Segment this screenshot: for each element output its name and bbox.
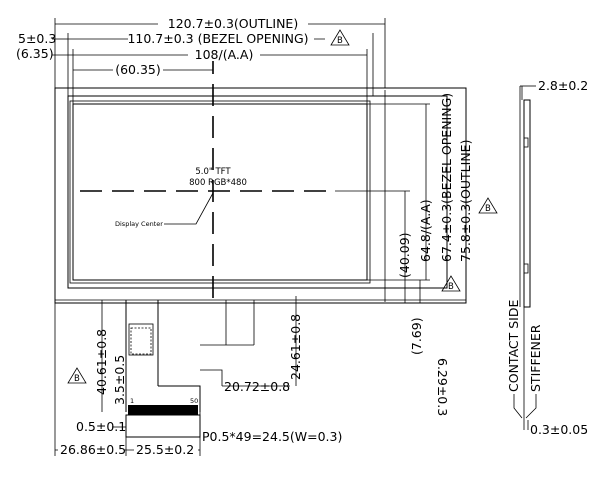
display-center-leader [164, 192, 214, 225]
resolution-label: 800 RGB*480 [189, 178, 247, 188]
pin-last-label: 50 [190, 397, 198, 405]
contact-side-label: CONTACT SIDE [506, 300, 521, 392]
stiffener-thickness-label: 0.3±0.05 [530, 422, 588, 437]
outline-height-label: 75.8±0.3(OUTLINE) [458, 140, 473, 262]
left-offset-label: 5±0.3 [18, 31, 56, 46]
display-center-label: Display Center [115, 220, 163, 228]
fpc-offset-label: 20.72±0.8 [224, 379, 290, 394]
display-type-label: 5.0" TFT [195, 167, 231, 177]
rev-triangle-top [330, 29, 350, 46]
bezel-width-label: 110.7±0.3 (BEZEL OPENING) [127, 31, 308, 46]
active-area-inner-border [69, 100, 371, 284]
fpc-left-label: 26.86±0.5 [60, 442, 126, 457]
rev-label-right: B [485, 204, 491, 214]
fpc-end [125, 414, 201, 438]
stiffener-label: STIFFENER [528, 324, 543, 392]
fpc-thickness-label: 0.5±0.1 [76, 419, 126, 434]
rev-triangle-mid [441, 275, 461, 292]
fpc-contact-pads [128, 405, 198, 415]
bottom-offset-label: 6.29±0.3 [435, 358, 450, 416]
fpc-length-2-label: 40.61±0.8 [94, 329, 109, 395]
active-area [72, 103, 368, 281]
fpc-width-label: 25.5±0.2 [136, 442, 194, 457]
rev-triangle-left [67, 367, 87, 384]
fpc-component [128, 323, 154, 356]
bezel-opening [67, 95, 448, 289]
center-x-label: (60.35) [115, 62, 161, 77]
rev-label-left: B [74, 374, 80, 384]
pin-first-label: 1 [130, 397, 134, 405]
center-y-label: (40.09) [397, 232, 412, 278]
rev-triangle-right [478, 197, 498, 214]
fpc-length-1-label: 24.61±0.8 [288, 314, 303, 380]
rev-label-top: B [337, 36, 343, 46]
fpc-bend-label: 3.5±0.5 [112, 355, 127, 405]
bottom-offset-ref-label: (7.69) [409, 317, 424, 355]
aa-width-label: 108/(A.A) [195, 47, 254, 62]
fpc-component-pattern [130, 327, 152, 355]
aa-height-label: 64.8/(A.A) [418, 199, 433, 262]
outline-width-label: 120.7±0.3(OUTLINE) [168, 16, 298, 31]
side-view-panel [523, 99, 531, 308]
left-offset-ref-label: (6.35) [16, 46, 54, 61]
pitch-label: P0.5*49=24.5(W=0.3) [202, 429, 342, 444]
side-thickness-label: 2.8±0.2 [538, 78, 588, 93]
bezel-height-label: 67.4±0.3(BEZEL OPENING) [439, 93, 454, 262]
rev-label-mid: B [448, 282, 454, 292]
